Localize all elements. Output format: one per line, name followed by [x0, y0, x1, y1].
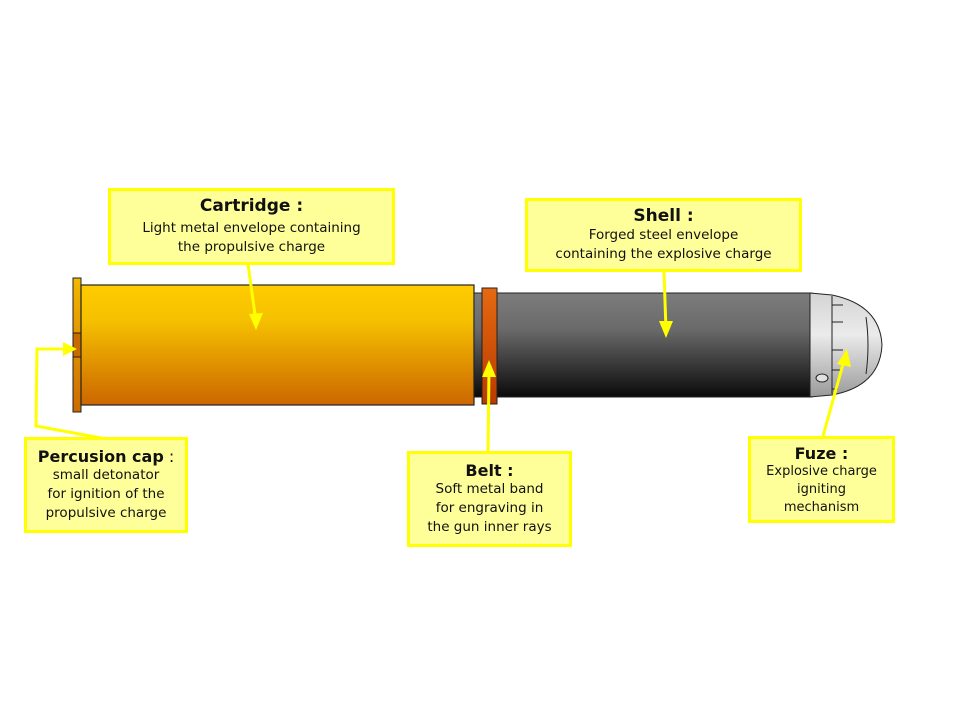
cartridge-label-line: the propulsive charge — [177, 239, 326, 255]
fuze-label-title: Fuze : — [794, 444, 849, 463]
fuze-arrow — [821, 355, 847, 438]
percussion-cap-arrowhead — [63, 342, 77, 356]
shell-label-line: containing the explosive charge — [555, 246, 772, 262]
cartridge-arrow — [246, 262, 258, 324]
shell-arrowhead — [659, 321, 673, 338]
fuze-label-line: mechanism — [783, 500, 860, 515]
belt-arrowhead — [482, 360, 496, 377]
fuze-label: Fuze : Explosive charge igniting mechani… — [748, 436, 895, 523]
belt-label-line: Soft metal band — [435, 481, 544, 497]
belt-label-line: for engraving in — [435, 500, 544, 516]
cartridge-label-title: Cartridge : — [199, 196, 304, 216]
shell-arrow — [662, 270, 668, 332]
belt-label-title: Belt : — [465, 461, 514, 480]
percussion-cap — [72, 332, 82, 358]
fuze-label-line: igniting — [797, 482, 846, 497]
shell-label-title: Shell : — [633, 206, 694, 226]
percussion-cap-flange — [72, 277, 82, 413]
shell-label: Shell : Forged steel envelope containing… — [525, 198, 802, 272]
cartridge-case — [80, 284, 475, 406]
percussion-cap-label-line: for ignition of the — [47, 486, 165, 502]
percussion-cap-label-colon: : — [163, 447, 175, 466]
cartridge-label: Cartridge : Light metal envelope contain… — [108, 188, 395, 265]
fuze — [809, 292, 883, 398]
fuze-arrowhead — [837, 349, 851, 367]
percussion-cap-label: Percusion cap : small detonator for igni… — [24, 437, 188, 533]
percussion-cap-label-line: small detonator — [52, 467, 160, 483]
belt-arrow — [486, 368, 491, 452]
shell-body — [473, 292, 813, 398]
belt-label: Belt : Soft metal band for engraving in … — [407, 451, 572, 547]
fuze-label-line: Explosive charge — [766, 464, 877, 479]
cartridge-arrowhead — [249, 313, 263, 330]
percussion-cap-arrow — [34, 347, 103, 440]
belt-label-line: the gun inner rays — [427, 519, 552, 535]
percussion-cap-label-title: Percusion cap — [37, 447, 164, 466]
shell-label-line: Forged steel envelope — [588, 227, 739, 243]
percussion-cap-label-line: propulsive charge — [45, 505, 167, 521]
cartridge-label-line: Light metal envelope containing — [142, 220, 361, 236]
